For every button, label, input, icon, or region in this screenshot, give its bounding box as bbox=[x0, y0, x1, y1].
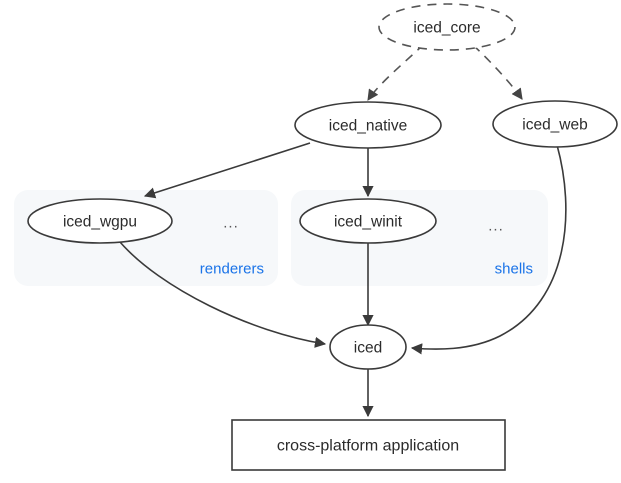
node-iced-wgpu-shape bbox=[27, 198, 173, 244]
node-application[interactable]: cross-platform application bbox=[231, 419, 506, 471]
renderers-ellipsis: ... bbox=[223, 215, 239, 232]
edge-iced-core-to-iced-web bbox=[472, 44, 523, 100]
edge-iced-native-to-iced-wgpu bbox=[143, 142, 311, 199]
node-iced-web-shape bbox=[492, 100, 618, 148]
group-label-shells: shells bbox=[495, 261, 533, 278]
edge-iced-core-to-iced-native bbox=[367, 43, 425, 101]
node-iced-winit[interactable]: iced_winit bbox=[299, 198, 437, 244]
node-iced-native-shape bbox=[294, 101, 442, 149]
shells-ellipsis: ... bbox=[488, 218, 504, 235]
node-iced-wgpu-label: iced_wgpu bbox=[63, 214, 137, 231]
node-iced-web-label: iced_web bbox=[522, 117, 588, 134]
node-iced-core[interactable]: iced_core bbox=[378, 3, 516, 51]
node-iced-shape bbox=[329, 324, 407, 370]
node-iced-core-shape bbox=[378, 3, 516, 51]
node-iced-wgpu[interactable]: iced_wgpu bbox=[27, 198, 173, 244]
node-iced-native[interactable]: iced_native bbox=[294, 101, 442, 149]
node-iced[interactable]: iced bbox=[329, 324, 407, 370]
node-iced-winit-label: iced_winit bbox=[334, 214, 403, 231]
node-iced-core-label: iced_core bbox=[413, 20, 480, 37]
node-iced-label: iced bbox=[354, 340, 382, 357]
node-iced-winit-shape bbox=[299, 198, 437, 244]
edge-iced-web-to-iced bbox=[410, 144, 567, 355]
edge-iced-wgpu-to-iced bbox=[119, 241, 327, 348]
group-label-renderers: renderers bbox=[200, 261, 264, 278]
node-application-label: cross-platform application bbox=[277, 438, 459, 455]
node-iced-web[interactable]: iced_web bbox=[492, 100, 618, 148]
node-iced-native-label: iced_native bbox=[329, 118, 407, 135]
node-application-shape bbox=[231, 419, 506, 471]
